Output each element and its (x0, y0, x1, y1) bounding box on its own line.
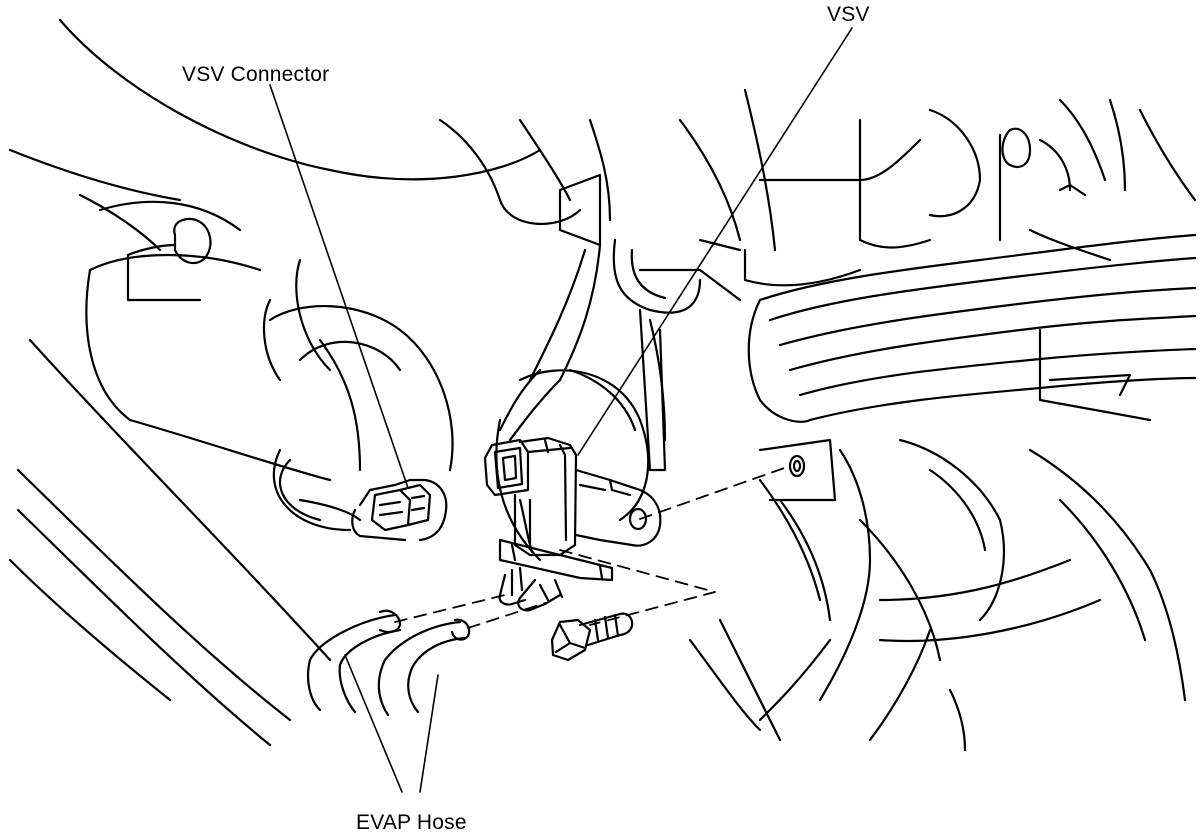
assembly-dashed-lines (395, 466, 790, 628)
vsv-connector (352, 480, 446, 540)
bolt (552, 614, 632, 660)
background-structure (10, 20, 1195, 750)
vsv-valve (485, 438, 660, 610)
evap-hose-label: EVAP Hose (356, 811, 467, 834)
vsv-label: VSV (827, 3, 870, 26)
evap-hoses (308, 611, 469, 715)
leader-lines (270, 28, 852, 792)
vsv-connector-label: VSV Connector (182, 63, 330, 86)
